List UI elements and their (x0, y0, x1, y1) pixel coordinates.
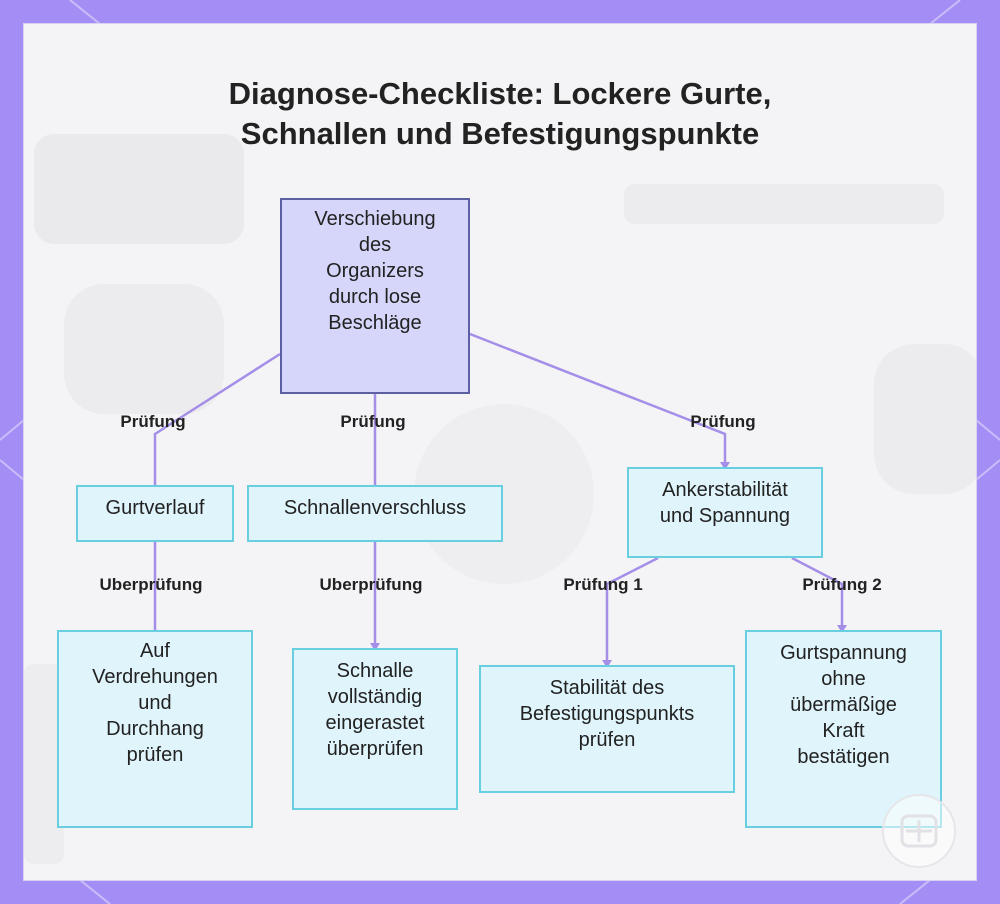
node-root-line: Verschiebung (314, 208, 436, 230)
node-gurtspannung-line: bestätigen (797, 746, 890, 768)
node-verdrehungen-line: Auf (139, 640, 170, 662)
node-stabilitaet-line: prüfen (578, 729, 636, 751)
arrowhead-anker (720, 462, 730, 470)
diagram-title: Diagnose-Checkliste: Lockere Gurte, Schn… (24, 74, 976, 154)
node-gurtspannung-line: übermäßige (790, 694, 897, 716)
node-gurtspannung-line: Kraft (822, 720, 865, 742)
app-logo-icon (882, 794, 956, 868)
title-line-1: Diagnose-Checkliste: Lockere Gurte, (228, 76, 772, 111)
arrowhead-gurtspannung (837, 625, 847, 633)
node-gurtverlauf-line: Gurtverlauf (105, 497, 205, 519)
edge-root-anker (469, 332, 727, 467)
node-root-line: des (358, 234, 392, 256)
node-gurtspannung-line: Gurtspannung (780, 642, 907, 664)
node-schnalle-line: vollständig (327, 686, 423, 708)
node-verdrehungen-pruefen: Auf Verdrehungen und Durchhang prüfen (57, 630, 253, 828)
edge-label-root-anker: Prüfung (690, 412, 756, 431)
arrowhead-schnalle (370, 643, 380, 651)
node-schnalle-line: Schnalle (336, 660, 414, 682)
edge-label-anker-stabilitaet: Prüfung 1 (563, 575, 643, 594)
edge-label-root-gurtverlauf: Prüfung (120, 412, 186, 431)
node-stabilitaet-line: Stabilität des (549, 677, 665, 699)
node-root-organizer-shift: Verschiebung des Organizers durch lose B… (280, 198, 470, 394)
node-schnalle-line: überprüfen (326, 738, 424, 760)
node-schnalle-ueberpruefen: Schnalle vollständig eingerastet überprü… (292, 648, 458, 810)
node-schnallenverschluss: Schnallenverschluss (247, 485, 503, 542)
node-gurtspannung-line: ohne (821, 668, 866, 690)
node-ankerstabilitaet-line: Ankerstabilität (662, 479, 788, 501)
node-root-line: durch lose (328, 286, 422, 308)
node-verdrehungen-line: prüfen (126, 744, 184, 766)
node-verdrehungen-line: und (138, 692, 172, 714)
arrowhead-stabilitaet (602, 660, 612, 668)
connector-lines (153, 332, 847, 668)
node-ankerstabilitaet-line: und Spannung (659, 505, 791, 527)
edge-root-gurtverlauf (153, 352, 281, 485)
node-gurtverlauf: Gurtverlauf (76, 485, 234, 542)
node-ankerstabilitaet: Ankerstabilität und Spannung (627, 467, 823, 558)
node-schnallenverschluss-line: Schnallenverschluss (283, 497, 467, 519)
diagram-card: Diagnose-Checkliste: Lockere Gurte, Schn… (24, 24, 976, 880)
node-schnalle-line: eingerastet (325, 712, 425, 734)
node-stabilitaet-line: Befestigungspunkts (519, 703, 695, 725)
edge-anker-gurtspannung (791, 556, 844, 630)
edge-label-root-schnallen: Prüfung (340, 412, 406, 431)
edge-anker-stabilitaet (605, 556, 659, 665)
node-verdrehungen-line: Durchhang (106, 718, 204, 740)
edge-label-schnallen-schnalle: Uberprüfung (319, 575, 423, 594)
node-root-line: Beschläge (328, 312, 422, 334)
node-root-line: Organizers (326, 260, 424, 282)
edge-label-gurtverlauf-verdrehungen: Uberprüfung (99, 575, 203, 594)
node-stabilitaet-pruefen: Stabilität des Befestigungspunkts prüfen (479, 665, 735, 793)
title-line-2: Schnallen und Befestigungspunkte (240, 116, 760, 151)
edge-label-anker-gurtspannung: Prüfung 2 (802, 575, 882, 594)
node-verdrehungen-line: Verdrehungen (92, 666, 218, 688)
